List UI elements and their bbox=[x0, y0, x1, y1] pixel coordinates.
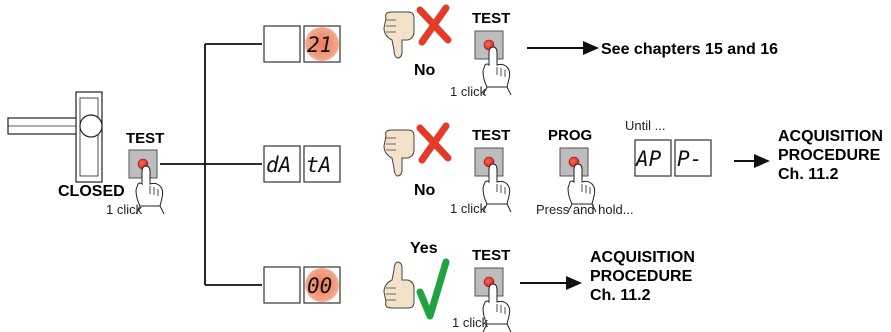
until-label: Until ... bbox=[625, 118, 665, 133]
until-display-right: P- bbox=[677, 147, 702, 171]
middle-display-left: dA bbox=[266, 153, 291, 177]
middle-click-label: 1 click bbox=[450, 201, 487, 216]
bottom-result-line2: PROCEDURE bbox=[590, 268, 693, 285]
top-click-label: 1 click bbox=[450, 84, 487, 99]
prog-hint: Press and hold... bbox=[536, 202, 634, 217]
bottom-answer: Yes bbox=[410, 240, 438, 257]
top-display-value: 21 bbox=[307, 33, 332, 57]
branch-connector bbox=[160, 43, 262, 286]
middle-display: dA tA bbox=[263, 145, 341, 183]
prog-label: PROG bbox=[548, 127, 592, 144]
thumbs-up-icon bbox=[383, 261, 415, 309]
arrow-right-icon bbox=[520, 276, 582, 290]
top-result: See chapters 15 and 16 bbox=[601, 41, 778, 58]
middle-answer: No bbox=[414, 182, 436, 199]
middle-result-line2: PROCEDURE bbox=[778, 147, 881, 164]
middle-result-line3: Ch. 11.2 bbox=[778, 166, 839, 183]
bottom-display-value: 00 bbox=[307, 274, 332, 298]
bottom-result-line1: ACQUISITION bbox=[590, 249, 695, 266]
bottom-result-line3: Ch. 11.2 bbox=[590, 287, 651, 304]
middle-result-line1: ACQUISITION bbox=[778, 128, 883, 145]
arrow-right-icon bbox=[526, 40, 600, 56]
until-display-left: AP bbox=[634, 147, 662, 171]
top-test-label: TEST bbox=[472, 10, 510, 27]
red-x-icon bbox=[416, 4, 452, 46]
bottom-click-label: 1 click bbox=[452, 315, 489, 330]
red-x-icon bbox=[416, 122, 452, 164]
thumbs-down-icon bbox=[383, 129, 415, 177]
closed-state-label: CLOSED bbox=[58, 183, 125, 200]
green-check-icon bbox=[416, 258, 450, 320]
middle-display-right: tA bbox=[306, 153, 331, 177]
start-click-label: 1 click bbox=[106, 202, 143, 217]
arrow-right-icon bbox=[734, 154, 770, 168]
top-answer: No bbox=[414, 62, 436, 79]
top-display: 21 bbox=[263, 25, 341, 63]
start-test-label: TEST bbox=[126, 130, 164, 147]
bottom-display: 00 bbox=[263, 266, 341, 304]
bottom-test-label: TEST bbox=[472, 247, 510, 264]
middle-test-label: TEST bbox=[472, 127, 510, 144]
thumbs-down-icon bbox=[383, 11, 415, 59]
barrier-gate-icon bbox=[7, 91, 103, 183]
until-display: AP P- bbox=[634, 139, 712, 177]
